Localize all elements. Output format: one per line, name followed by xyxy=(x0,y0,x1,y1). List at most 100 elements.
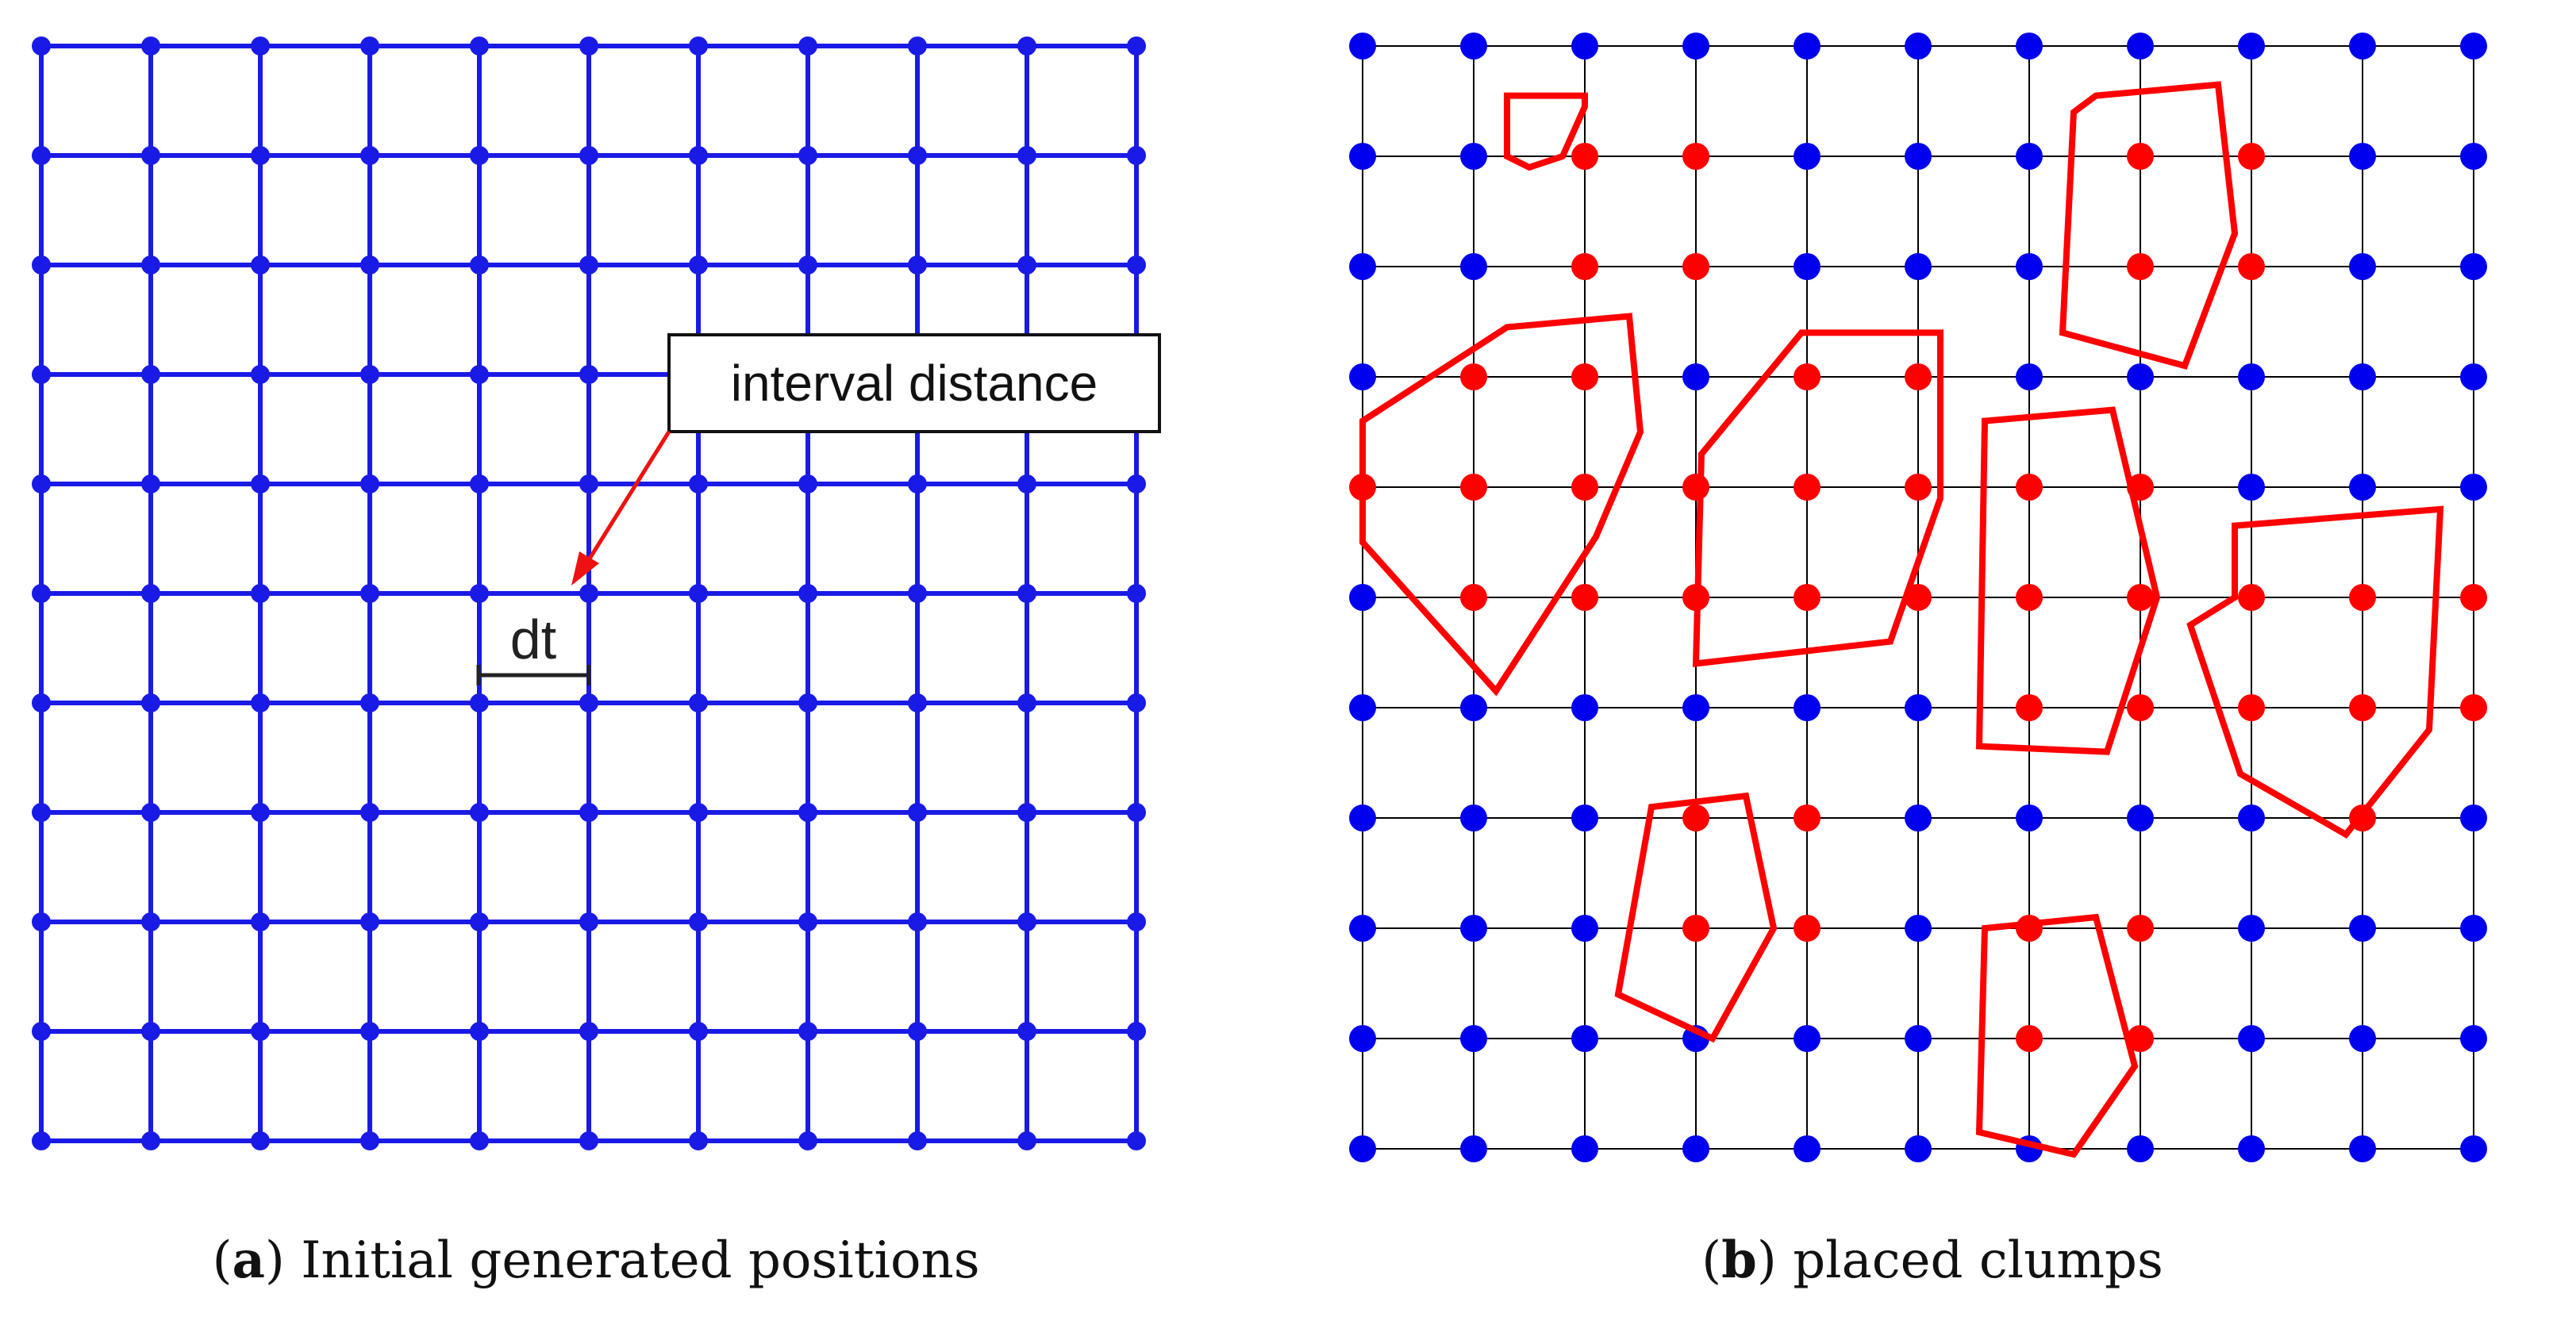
grid-node xyxy=(1905,915,1932,942)
grid-node xyxy=(1017,474,1036,493)
grid-node xyxy=(1017,803,1036,822)
clump-node xyxy=(2349,584,2376,611)
clump-node xyxy=(1460,474,1487,501)
clump-outline xyxy=(1359,313,1644,697)
clump-node xyxy=(1682,143,1709,170)
grid-node xyxy=(1794,1135,1821,1162)
grid-node xyxy=(251,146,270,165)
grid-node xyxy=(689,146,708,165)
grid-node xyxy=(360,146,379,165)
grid-node xyxy=(2238,1025,2265,1052)
clump-node xyxy=(2460,584,2487,611)
clump-node xyxy=(1794,474,1821,501)
grid-node xyxy=(1127,1022,1146,1041)
grid-node xyxy=(2238,915,2265,942)
clump-node xyxy=(1794,804,1821,831)
grid-node xyxy=(470,474,489,493)
grid-node xyxy=(2349,474,2376,501)
grid-node xyxy=(2238,33,2265,60)
grid-node xyxy=(1460,915,1487,942)
clump-node xyxy=(2127,143,2154,170)
grid-node xyxy=(32,146,51,165)
grid-node xyxy=(32,255,51,275)
clump-node xyxy=(2238,143,2265,170)
grid-node xyxy=(1682,363,1709,390)
grid-node xyxy=(2238,474,2265,501)
grid-node xyxy=(2349,1135,2376,1162)
grid-node xyxy=(360,474,379,493)
grid-node xyxy=(1682,1135,1709,1162)
grid-node xyxy=(1905,1025,1932,1052)
grid-node xyxy=(798,1131,817,1150)
grid-node xyxy=(798,1022,817,1041)
clump-node xyxy=(1905,363,1932,390)
clump-node xyxy=(1794,363,1821,390)
grid-node xyxy=(251,803,270,822)
grid-node xyxy=(579,146,598,165)
grid-node xyxy=(360,584,379,603)
grid-node xyxy=(2349,33,2376,60)
grid-node xyxy=(2460,143,2487,170)
grid-node xyxy=(1349,253,1376,280)
grid-node xyxy=(32,693,51,712)
clump-node xyxy=(2238,584,2265,611)
clump-outline xyxy=(1692,329,1944,667)
grid-node xyxy=(1127,36,1146,56)
grid-node xyxy=(798,474,817,493)
grid-node xyxy=(798,146,817,165)
grid-node xyxy=(1127,146,1146,165)
grid-node xyxy=(2127,804,2154,831)
grid-node xyxy=(1682,694,1709,721)
grid-node xyxy=(1460,143,1487,170)
grid-node xyxy=(1349,33,1376,60)
grid-node xyxy=(141,803,160,822)
grid-node xyxy=(908,1131,927,1150)
clump-node xyxy=(2349,694,2376,721)
grid-node xyxy=(32,803,51,822)
grid-node xyxy=(1017,255,1036,275)
callout-arrowhead xyxy=(571,551,599,586)
grid-node xyxy=(1794,143,1821,170)
grid-node xyxy=(1905,253,1932,280)
clump-node xyxy=(1571,363,1598,390)
grid-node xyxy=(689,474,708,493)
grid-node xyxy=(1460,1025,1487,1052)
grid-node xyxy=(1460,804,1487,831)
grid-node xyxy=(32,365,51,384)
grid-node xyxy=(2460,1135,2487,1162)
grid-node xyxy=(470,365,489,384)
grid-node xyxy=(689,693,708,712)
grid-node xyxy=(1905,694,1932,721)
clump-outline xyxy=(1975,913,2139,1158)
grid-node xyxy=(798,693,817,712)
grid-node xyxy=(908,912,927,931)
grid-node xyxy=(251,1131,270,1150)
caption-a: (a) Initial generated positions xyxy=(212,1231,979,1290)
grid-node xyxy=(32,36,51,56)
caption-a-text: Initial generated positions xyxy=(301,1231,979,1290)
grid-node xyxy=(1571,33,1598,60)
caption-b: (b) placed clumps xyxy=(1701,1231,2163,1290)
grid-node xyxy=(2127,33,2154,60)
grid-node xyxy=(251,584,270,603)
grid-node xyxy=(360,912,379,931)
clump-node xyxy=(1794,915,1821,942)
clump-node xyxy=(1905,474,1932,501)
grid-node xyxy=(141,36,160,56)
grid-node xyxy=(2460,253,2487,280)
grid-node xyxy=(32,1022,51,1041)
clump-node xyxy=(1571,253,1598,280)
clump-node xyxy=(2127,915,2154,942)
grid-node xyxy=(360,36,379,56)
caption-b-text: placed clumps xyxy=(1793,1231,2163,1290)
clump-node xyxy=(2016,915,2043,942)
grid-node xyxy=(32,584,51,603)
grid-node xyxy=(908,146,927,165)
panel-a-grid xyxy=(32,36,1146,1150)
grid-node xyxy=(141,365,160,384)
grid-node xyxy=(908,584,927,603)
grid-node xyxy=(2460,804,2487,831)
grid-node xyxy=(1017,584,1036,603)
grid-node xyxy=(470,803,489,822)
grid-node xyxy=(1460,253,1487,280)
